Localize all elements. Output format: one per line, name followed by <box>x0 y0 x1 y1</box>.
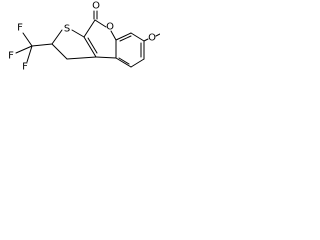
bond-c2-cf3 <box>31 43 53 47</box>
atom-ring-oxygen: O <box>106 22 114 33</box>
bond-c4-c3a <box>83 19 96 38</box>
bond-c1-c9b <box>66 56 97 60</box>
bond-benzene-inner-3 <box>118 57 130 65</box>
atom-fluorine-left: F <box>8 51 14 62</box>
bond-c2-c1 <box>51 43 68 60</box>
atom-fluorine-lower: F <box>22 62 28 73</box>
bond-c3a-c9b <box>83 36 97 58</box>
bond-s-c2 <box>51 29 63 45</box>
bond-c9b-c9a <box>95 56 117 59</box>
bond-benzene-inner-1 <box>119 35 132 42</box>
bond-c3a-c9b-inner <box>87 37 98 54</box>
bond-o1-c8a <box>110 30 117 41</box>
bond-c3a-s <box>71 29 85 38</box>
bond-c8a-c7 <box>115 32 132 41</box>
atom-fluorine-upper: F <box>17 23 23 34</box>
chemical-structure-diagram: O O S O F F F <box>8 1 160 73</box>
atom-carbonyl-oxygen: O <box>92 1 100 12</box>
bond-o-methyl <box>155 33 160 37</box>
atom-sulfur: S <box>64 24 70 35</box>
bond-c7-c6 <box>130 32 145 42</box>
bonds <box>15 10 160 68</box>
bond-c6-o-methoxy <box>143 38 149 42</box>
bond-cf3-f-lower <box>26 45 33 63</box>
bond-c4b-c9a <box>115 57 132 68</box>
atom-labels: O O S O F F F <box>8 1 156 73</box>
bond-c4-o1 <box>94 19 107 28</box>
bond-c5-c4b <box>130 58 145 68</box>
bond-cf3-f-upper <box>22 32 33 47</box>
atom-methoxy-oxygen: O <box>148 33 156 44</box>
bond-cf3-f-left <box>15 45 33 54</box>
